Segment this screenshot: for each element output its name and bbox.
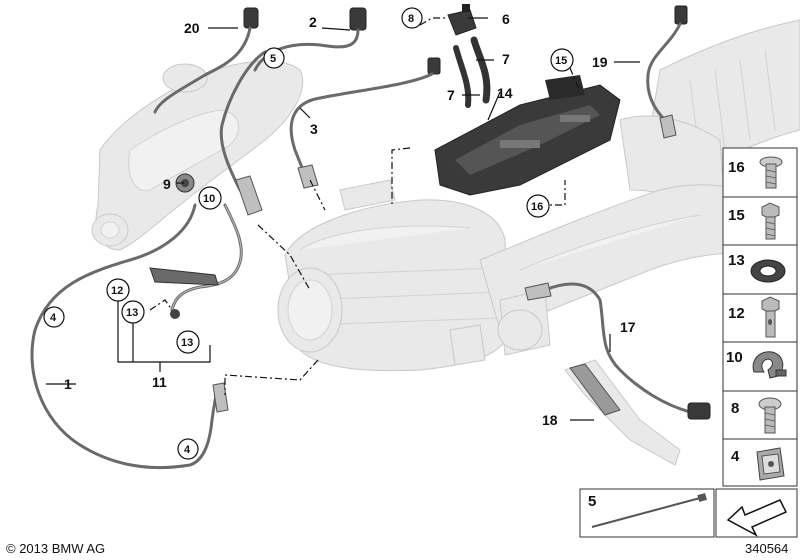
banjo-bolt-icon — [761, 296, 780, 338]
callout-1: 1 — [64, 376, 72, 392]
callout-7-lower: 7 — [447, 87, 455, 103]
svg-text:8: 8 — [408, 13, 414, 25]
cable-tie-box: 5 — [579, 488, 715, 538]
callout-4-circled-lower: 4 — [177, 438, 199, 460]
panel-item-13: 13 — [728, 252, 786, 283]
svg-text:10: 10 — [203, 193, 215, 205]
callout-13-circled-right: 13 — [176, 330, 200, 354]
panel-item-10: 10 — [726, 349, 787, 379]
callout-18: 18 — [542, 412, 558, 428]
svg-text:12: 12 — [111, 285, 123, 297]
panel-item-16: 16 — [728, 156, 783, 189]
svg-text:15: 15 — [555, 55, 567, 67]
callout-6: 6 — [502, 11, 510, 27]
callout-13-circled-left: 13 — [121, 300, 145, 324]
parts-panel: 16 15 13 12 — [722, 147, 798, 487]
pressure-sensor-6 — [447, 4, 477, 36]
svg-text:15: 15 — [728, 207, 745, 224]
sealing-ring-icon — [750, 259, 786, 283]
svg-text:10: 10 — [726, 349, 743, 366]
callout-15-circled: 15 — [550, 48, 574, 72]
oxygen-sensor-5 — [219, 50, 267, 216]
callout-5-circled: 5 — [263, 47, 285, 69]
svg-text:4: 4 — [184, 444, 191, 456]
panel-item-12: 12 — [728, 296, 780, 338]
direction-arrow-icon — [726, 499, 788, 537]
svg-text:13: 13 — [181, 337, 193, 349]
circled-callouts: 8 5 15 16 10 4 12 13 — [43, 7, 574, 460]
heat-shield-bracket-18 — [564, 359, 681, 466]
pressure-pipe-10-12 — [149, 203, 243, 319]
pan-head-bolt-icon — [758, 397, 782, 434]
cable-tie-icon — [591, 493, 707, 528]
diagram-number: 340564 — [745, 541, 788, 556]
callout-12-circled: 12 — [106, 278, 130, 302]
callout-8-circled: 8 — [401, 7, 423, 29]
callout-14: 14 — [497, 85, 513, 101]
arrow-box — [715, 488, 798, 538]
callout-9: 9 — [163, 176, 171, 192]
callout-5-cable-tie: 5 — [588, 493, 596, 510]
clip-nut-icon — [756, 447, 785, 481]
callout-labels: 20 2 3 6 7 7 14 19 9 1 11 17 18 — [64, 11, 636, 428]
relation-lines — [149, 17, 581, 395]
exhaust-manifold-left — [91, 60, 304, 251]
svg-text:13: 13 — [728, 252, 745, 269]
callout-17: 17 — [620, 319, 636, 335]
svg-text:12: 12 — [728, 305, 745, 322]
torx-bolt-icon — [759, 156, 783, 189]
panel-item-4: 4 — [731, 447, 785, 481]
callout-4-circled-upper: 4 — [43, 306, 65, 328]
copyright-text: © 2013 BMW AG — [6, 541, 105, 556]
svg-text:16: 16 — [531, 201, 543, 213]
oxygen-sensor-19 — [646, 5, 688, 139]
callout-20: 20 — [184, 20, 200, 36]
svg-text:4: 4 — [50, 312, 57, 324]
svg-text:5: 5 — [270, 53, 276, 65]
oxygen-sensor-17 — [524, 282, 711, 420]
temperature-sensor-1 — [30, 203, 229, 470]
callout-11: 11 — [152, 374, 167, 390]
callout-7-upper: 7 — [502, 51, 510, 67]
hose-clamp-icon — [752, 351, 787, 379]
callout-3: 3 — [310, 121, 318, 137]
callout-19: 19 — [592, 54, 608, 70]
svg-text:16: 16 — [728, 159, 745, 176]
callout-10-circled: 10 — [198, 186, 222, 210]
svg-text:13: 13 — [126, 307, 138, 319]
pressure-sensor-9 — [175, 173, 195, 193]
leader-lines — [46, 17, 640, 421]
panel-item-8: 8 — [731, 397, 782, 434]
svg-text:4: 4 — [731, 448, 740, 465]
callout-16-circled: 16 — [526, 194, 550, 218]
sensor-20 — [153, 7, 259, 114]
particulate-filter — [277, 179, 511, 372]
hose-7 — [453, 36, 491, 108]
panel-item-15: 15 — [728, 202, 780, 240]
mounting-bracket-14 — [434, 75, 621, 196]
sensor-3 — [289, 57, 441, 189]
svg-text:8: 8 — [731, 400, 739, 417]
callout-2: 2 — [309, 14, 317, 30]
hex-bolt-icon — [761, 202, 780, 240]
